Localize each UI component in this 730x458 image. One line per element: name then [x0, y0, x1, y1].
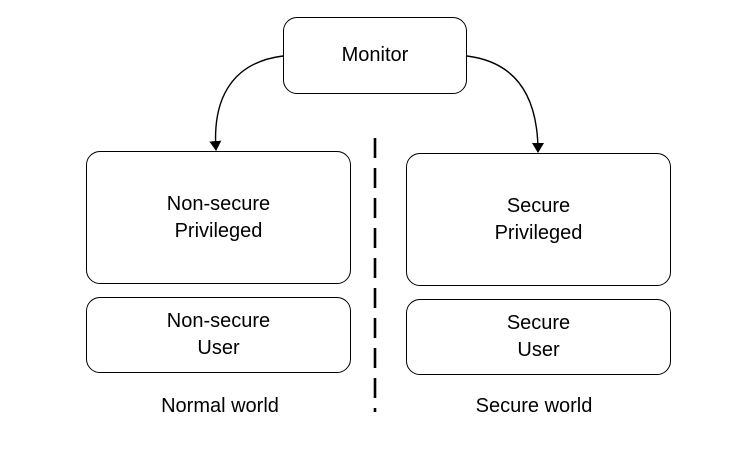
- non-secure-privileged-line1: Non-secure: [166, 192, 271, 215]
- secure-user-line1: Secure: [506, 312, 571, 334]
- non-secure-user-line2: User: [197, 337, 240, 359]
- non-secure-user-line1: Non-secure: [166, 310, 271, 332]
- non-secure-user-box: Non-secure User: [86, 297, 351, 373]
- secure-user-line2: User: [517, 339, 560, 361]
- secure-world-caption: Secure world: [475, 395, 593, 417]
- non-secure-privileged-line2: Privileged: [174, 219, 263, 242]
- arrow-monitor-to-normal-world: [209, 55, 284, 151]
- normal-world-caption: Normal world: [161, 395, 279, 417]
- non-secure-privileged-box: Non-secure Privileged: [86, 151, 351, 284]
- secure-privileged-line1: Secure: [506, 194, 571, 217]
- secure-user-box: Secure User: [406, 299, 671, 375]
- monitor-label: Monitor: [341, 44, 409, 66]
- secure-privileged-line2: Privileged: [494, 221, 583, 244]
- secure-privileged-box: Secure Privileged: [406, 153, 671, 286]
- arrow-monitor-to-secure-world: [466, 55, 544, 153]
- monitor-box: Monitor: [283, 17, 467, 94]
